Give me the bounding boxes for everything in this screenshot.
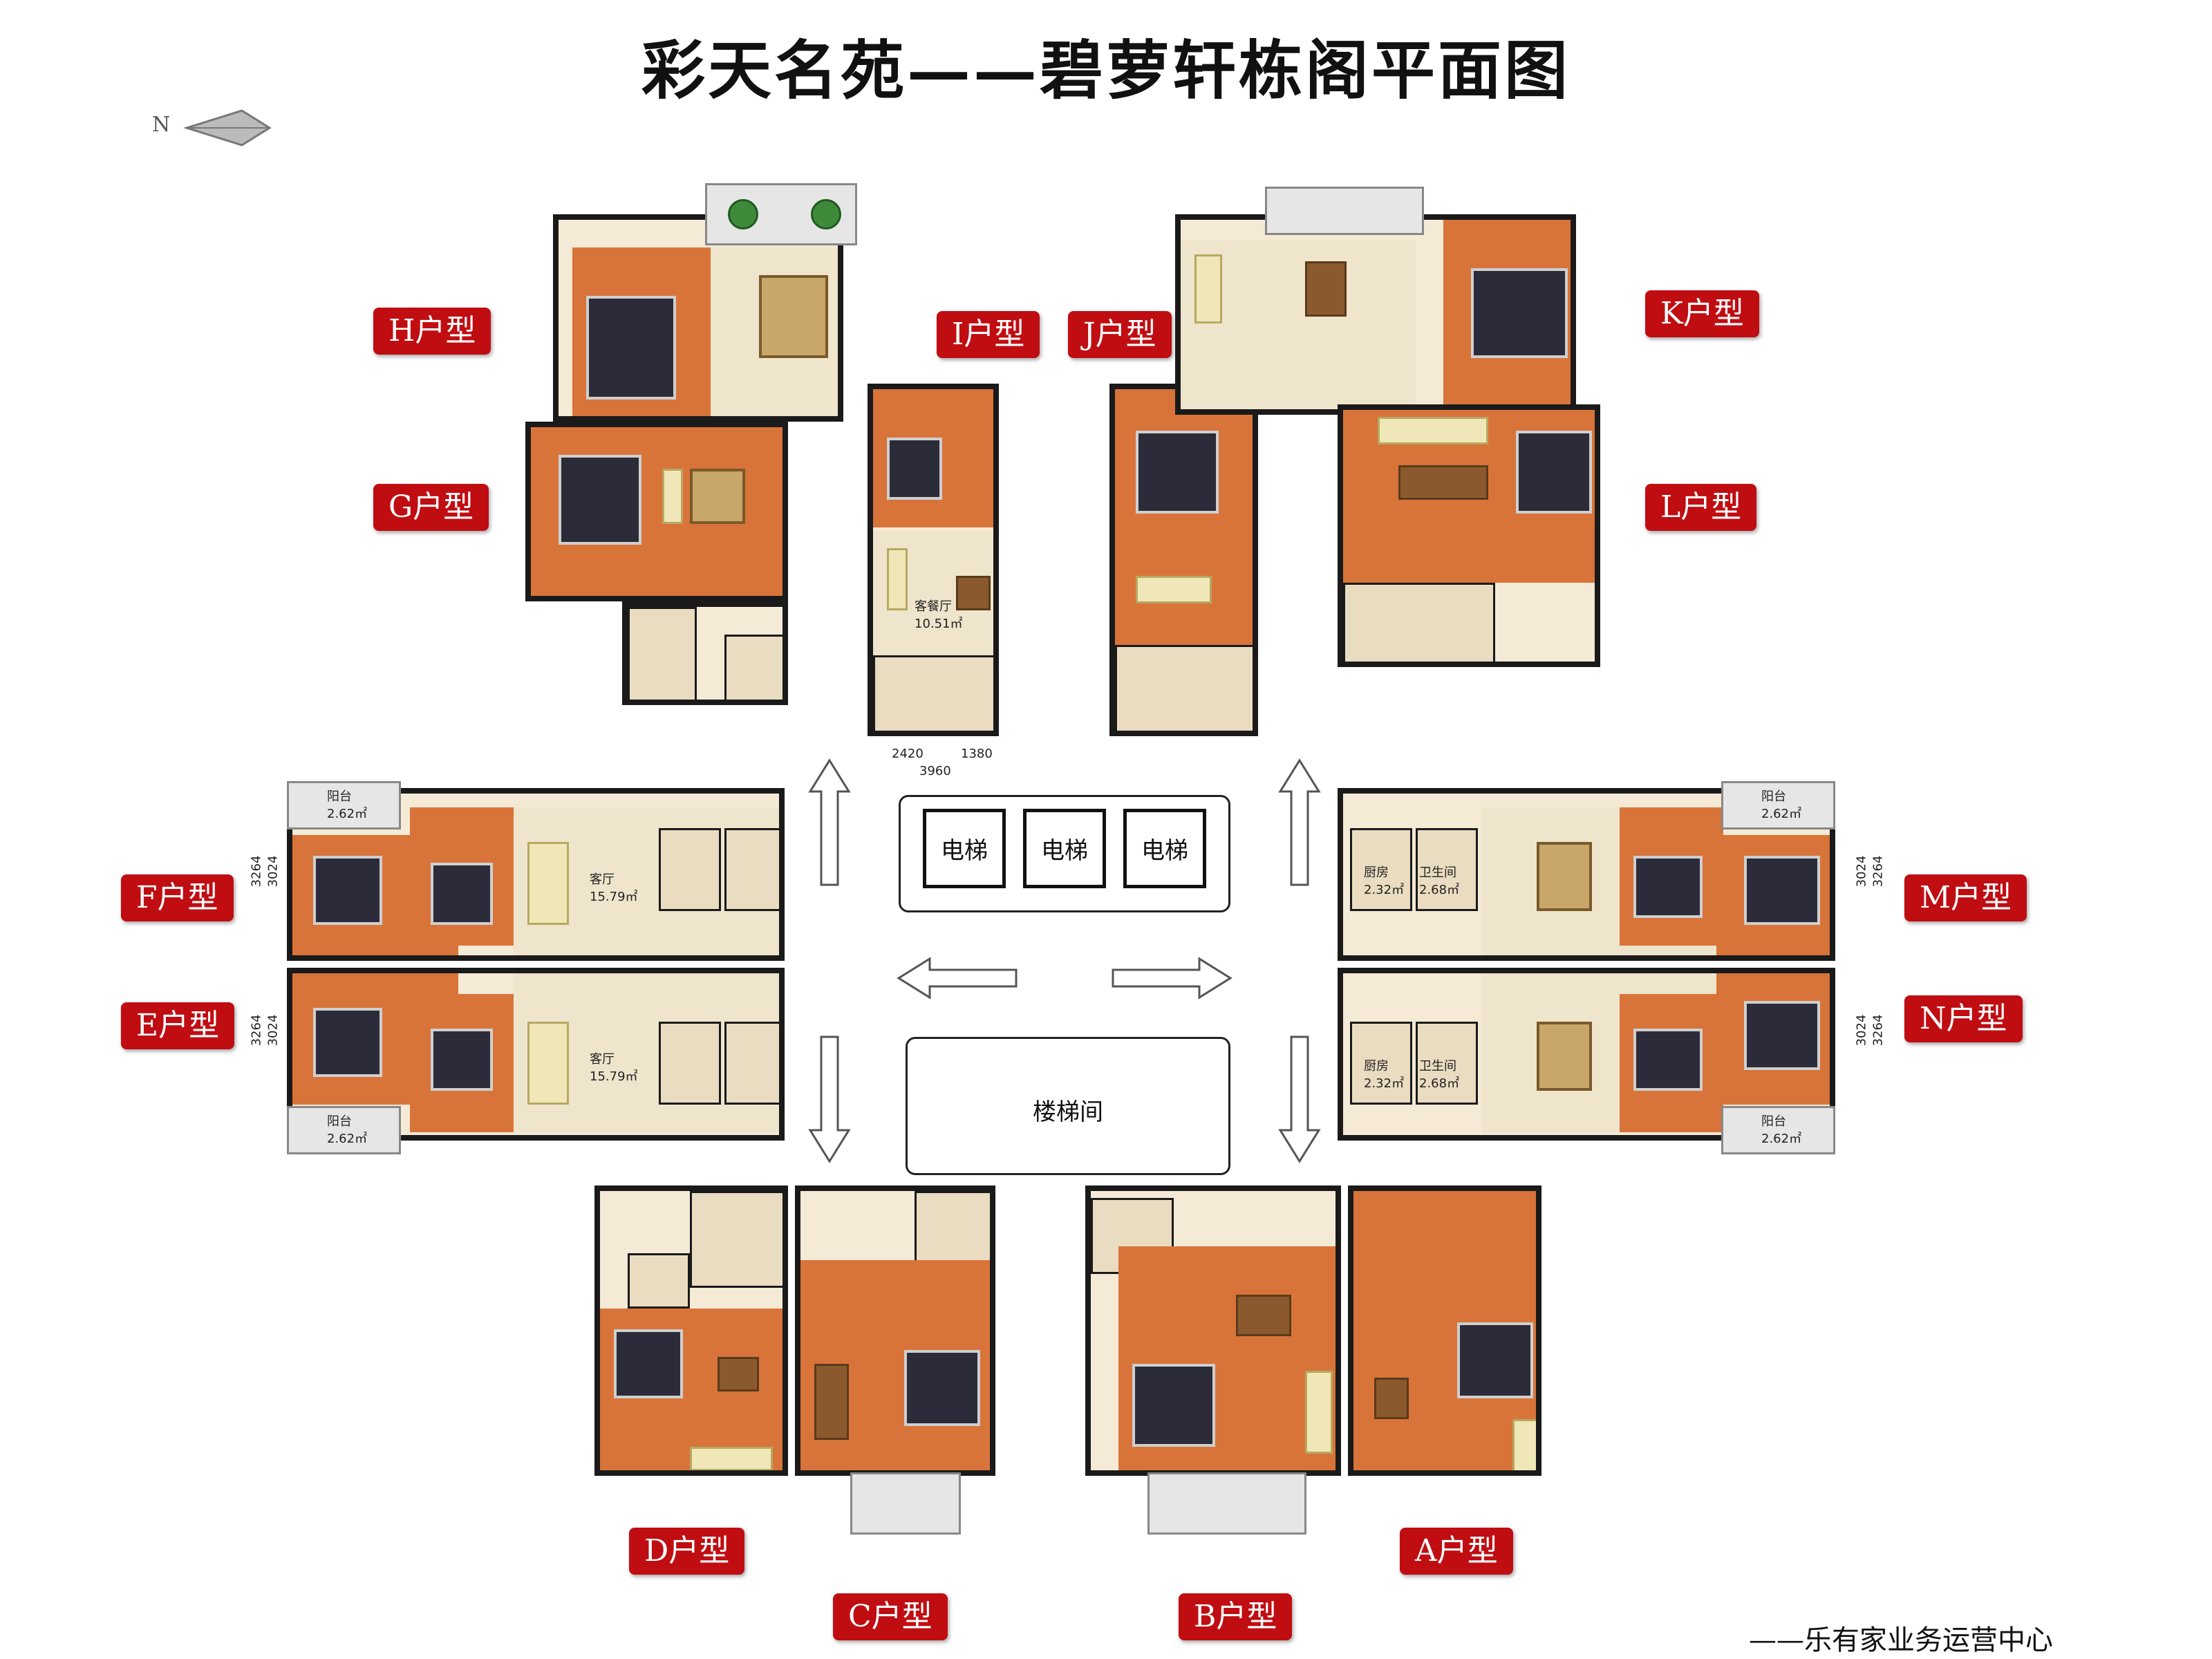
unit-g-plan — [525, 422, 788, 601]
elevator-2-label: 电梯 — [1041, 837, 1088, 865]
badge-d: D户型 — [629, 1528, 745, 1575]
badge-e: E户型 — [121, 1002, 235, 1049]
unit-f-balcony-area: 2.62㎡ — [327, 807, 368, 821]
badge-g: G户型 — [373, 484, 489, 531]
arrow-down-left-icon — [808, 1035, 851, 1163]
unit-j-plan — [1109, 384, 1258, 736]
unit-n-balcony: 阳台 2.62㎡ — [1721, 1106, 1835, 1154]
badge-k: K户型 — [1645, 290, 1759, 337]
unit-n-dim-b: 3264 — [1871, 1014, 1886, 1047]
unit-h-balcony — [705, 183, 857, 245]
unit-c-balcony — [850, 1472, 961, 1535]
unit-n-balcony-area: 2.62㎡ — [1761, 1132, 1802, 1146]
unit-n-dim-a: 3024 — [1854, 1014, 1869, 1047]
unit-m-kitchen-label: 厨房 — [1364, 865, 1389, 880]
unit-n-plan: 厨房 2.32㎡ 卫生间 2.68㎡ — [1338, 968, 1835, 1141]
arrow-right-icon — [1112, 957, 1232, 1000]
arrow-up-right-icon — [1278, 758, 1321, 886]
north-arrow-icon — [182, 109, 272, 147]
badge-m: M户型 — [1904, 874, 2027, 921]
unit-e-balcony-label: 阳台 — [327, 1114, 352, 1129]
elevator-1-label: 电梯 — [941, 837, 988, 865]
unit-f-dim-b: 3024 — [265, 855, 281, 888]
unit-i-dim-total: 3960 — [919, 764, 951, 778]
arrow-left-icon — [897, 957, 1018, 1000]
badge-h: H户型 — [373, 308, 491, 355]
unit-e-balcony: 阳台 2.62㎡ — [287, 1106, 401, 1154]
unit-f-living-area: 15.79㎡ — [590, 890, 638, 904]
unit-i-dining-label: 客餐厅 — [915, 599, 952, 614]
unit-c-plan — [795, 1185, 995, 1476]
badge-b: B户型 — [1179, 1593, 1293, 1640]
unit-i-dim-a: 2420 — [892, 747, 924, 761]
unit-m-balcony-label: 阳台 — [1761, 789, 1786, 804]
stairwell-label: 楼梯间 — [1033, 1098, 1103, 1126]
unit-f-living-label: 客厅 — [590, 872, 615, 887]
badge-a: A户型 — [1400, 1528, 1513, 1575]
badge-j: J户型 — [1068, 311, 1172, 358]
elevator-3-label: 电梯 — [1141, 837, 1188, 865]
unit-i-dining-area: 10.51㎡ — [915, 617, 963, 631]
unit-n-kitchen-label: 厨房 — [1364, 1059, 1389, 1074]
north-label: N — [152, 113, 171, 137]
elevator-1: 电梯 — [923, 809, 1006, 888]
arrow-up-left-icon — [808, 758, 851, 886]
unit-e-living-area: 15.79㎡ — [590, 1069, 638, 1084]
north-indicator: N — [145, 107, 283, 149]
badge-l: L户型 — [1645, 484, 1757, 531]
unit-f-dim-a: 3264 — [249, 855, 264, 888]
unit-n-bath-label: 卫生间 — [1419, 1059, 1456, 1074]
unit-e-dim-b: 3024 — [265, 1014, 281, 1047]
page-title: 彩天名苑——碧萝轩栋阁平面图 — [641, 33, 1571, 108]
unit-m-dim-a: 3024 — [1854, 855, 1869, 888]
unit-b-balcony — [1147, 1472, 1306, 1535]
unit-e-balcony-area: 2.62㎡ — [327, 1132, 368, 1146]
unit-m-bath-label: 卫生间 — [1419, 865, 1456, 880]
unit-m-balcony: 阳台 2.62㎡ — [1721, 781, 1835, 830]
stairwell: 楼梯间 — [906, 1037, 1230, 1175]
elevator-2: 电梯 — [1023, 809, 1106, 888]
unit-k-plan — [1175, 214, 1576, 415]
unit-k-balcony — [1265, 187, 1424, 235]
unit-d-plan — [594, 1185, 788, 1476]
badge-i: I户型 — [937, 311, 1040, 358]
footer-credit: ——乐有家业务运营中心 — [1749, 1624, 2053, 1656]
badge-n: N户型 — [1904, 995, 2023, 1042]
unit-n-balcony-label: 阳台 — [1761, 1114, 1786, 1129]
unit-i-plan: 客餐厅 10.51㎡ — [868, 384, 999, 736]
unit-b-plan — [1085, 1185, 1341, 1476]
unit-m-bath-area: 2.68㎡ — [1419, 883, 1460, 897]
unit-h-plan — [553, 214, 843, 422]
badge-f: F户型 — [121, 874, 234, 921]
unit-l-plan — [1338, 404, 1600, 667]
unit-m-balcony-area: 2.62㎡ — [1761, 807, 1802, 821]
unit-n-bath-area: 2.68㎡ — [1419, 1076, 1460, 1091]
unit-m-kitchen-area: 2.32㎡ — [1364, 883, 1405, 897]
unit-f-balcony: 阳台 2.62㎡ — [287, 781, 401, 830]
arrow-down-right-icon — [1278, 1035, 1321, 1163]
unit-m-dim-b: 3264 — [1871, 855, 1886, 888]
unit-a-plan — [1348, 1185, 1541, 1476]
unit-i-dim-b: 1380 — [961, 747, 993, 761]
unit-e-dim-a: 3264 — [249, 1014, 264, 1047]
unit-f-balcony-label: 阳台 — [327, 789, 352, 804]
unit-n-kitchen-area: 2.32㎡ — [1364, 1076, 1405, 1091]
badge-c: C户型 — [833, 1593, 948, 1640]
unit-g-service — [622, 601, 788, 705]
elevator-3: 电梯 — [1123, 809, 1206, 888]
unit-e-living-label: 客厅 — [590, 1052, 615, 1067]
